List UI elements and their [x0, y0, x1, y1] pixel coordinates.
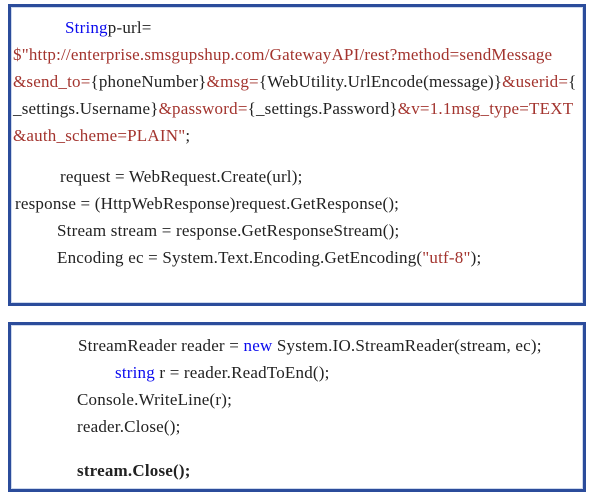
code-line: stream.Close();	[11, 457, 583, 484]
code-box-content: StreamReader reader = new System.IO.Stre…	[11, 325, 583, 484]
code-token-plain: {_settings.Password}	[247, 99, 398, 118]
code-line: Encoding ec = System.Text.Encoding.GetEn…	[11, 244, 583, 271]
code-token-string: &auth_scheme=PLAIN"	[13, 126, 186, 145]
code-line: string r = reader.ReadToEnd();	[11, 359, 583, 386]
code-token-plain: _settings.Username}	[13, 99, 159, 118]
code-token-plain: );	[470, 248, 482, 267]
code-token-string: "utf-8"	[422, 248, 471, 267]
code-line: StreamReader reader = new System.IO.Stre…	[11, 332, 583, 359]
code-token-string: $"http://enterprise.smsgupshup.com/Gatew…	[13, 45, 553, 64]
code-token-plain: request = WebRequest.Create(url);	[60, 167, 303, 186]
code-line: $"http://enterprise.smsgupshup.com/Gatew…	[11, 41, 583, 68]
code-token-plain: p-url=	[107, 18, 152, 37]
code-token-plain: r = reader.ReadToEnd();	[154, 363, 330, 382]
code-token-plain: stream.Close();	[77, 461, 191, 480]
code-line: &auth_scheme=PLAIN";	[11, 122, 583, 149]
code-token-string: &userid=	[502, 72, 569, 91]
code-line: _settings.Username}&password={_settings.…	[11, 95, 583, 122]
code-token-plain: {	[568, 72, 577, 91]
code-token-plain: ;	[185, 126, 191, 145]
code-token-keyword: new	[243, 336, 273, 355]
code-token-plain: {phoneNumber}	[90, 72, 207, 91]
code-token-keyword: String	[65, 18, 108, 37]
code-line: reader.Close();	[11, 413, 583, 440]
code-token-plain: StreamReader reader =	[78, 336, 244, 355]
code-token-plain: Console.WriteLine(r);	[77, 390, 233, 409]
code-token-string: &v=1.1msg_type=TEXT	[397, 99, 574, 118]
code-token-plain: reader.Close();	[77, 417, 181, 436]
code-token-plain: {WebUtility.UrlEncode(message)}	[258, 72, 503, 91]
code-token-plain: Stream stream = response.GetResponseStre…	[57, 221, 400, 240]
code-line: Stream stream = response.GetResponseStre…	[11, 217, 583, 244]
code-blank-line	[11, 440, 583, 457]
code-box-stream-reader: StreamReader reader = new System.IO.Stre…	[8, 322, 586, 492]
code-line: &send_to={phoneNumber}&msg={WebUtility.U…	[11, 68, 583, 95]
code-line: Console.WriteLine(r);	[11, 386, 583, 413]
code-line: Stringp-url=	[11, 14, 583, 41]
code-line: request = WebRequest.Create(url);	[11, 163, 583, 190]
code-blank-line	[11, 149, 583, 163]
code-token-plain: System.IO.StreamReader(stream, ec);	[272, 336, 542, 355]
code-box-content: Stringp-url= $"http://enterprise.smsgupsh…	[11, 7, 583, 271]
code-box-url-request: Stringp-url= $"http://enterprise.smsgupsh…	[8, 4, 586, 306]
code-token-plain: response = (HttpWebResponse)request.GetR…	[15, 194, 400, 213]
code-token-plain: Encoding ec = System.Text.Encoding.GetEn…	[57, 248, 423, 267]
code-token-keyword: string	[115, 363, 155, 382]
code-line: response = (HttpWebResponse)request.GetR…	[11, 190, 583, 217]
code-token-string: &password=	[158, 99, 248, 118]
code-token-string: &msg=	[206, 72, 259, 91]
code-token-string: &send_to=	[13, 72, 91, 91]
